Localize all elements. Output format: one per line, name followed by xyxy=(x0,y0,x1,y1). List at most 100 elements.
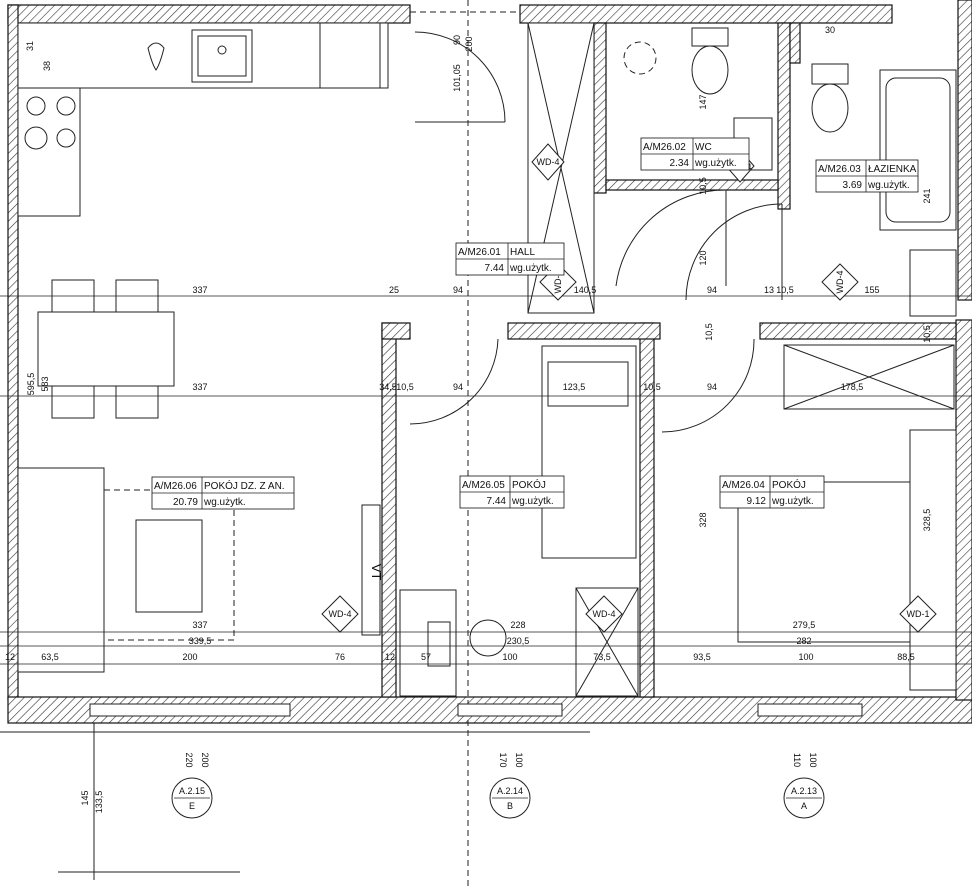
wall-wc-left xyxy=(593,22,607,194)
room-code: A/M26.05 xyxy=(462,480,505,491)
svg-text:170: 170 xyxy=(498,752,508,767)
room-code: A/M26.06 xyxy=(154,481,197,492)
exterior-wall-right xyxy=(955,319,972,701)
stove-cabinet xyxy=(17,87,81,217)
svg-text:100: 100 xyxy=(808,752,818,767)
room-unit: wg.użytk. xyxy=(509,263,552,274)
wall-bath-right xyxy=(957,0,972,301)
room-name: POKÓJ xyxy=(512,478,546,491)
room-area: 3.69 xyxy=(843,180,863,191)
room-name: HALL xyxy=(510,247,535,258)
dim-text: 337 xyxy=(192,382,207,392)
wc-door-swing xyxy=(615,189,727,287)
double-bed xyxy=(737,481,915,643)
svg-text:B: B xyxy=(507,801,513,811)
dim-text: 10,5 xyxy=(396,382,414,392)
kitchen-sink-basin xyxy=(197,35,247,77)
stove-burner-2 xyxy=(56,96,76,116)
room-unit: wg.użytk. xyxy=(203,497,246,508)
room-unit: wg.użytk. xyxy=(771,496,814,507)
dim-text: 12 xyxy=(5,652,15,662)
wd-tag: WD-4 xyxy=(821,263,859,301)
dim-text: 10,5 xyxy=(698,177,708,195)
wall-living-room-right xyxy=(381,322,397,698)
bath-toilet xyxy=(811,83,849,133)
bath-washbasin xyxy=(909,249,957,317)
dim-text: 100 xyxy=(502,652,517,662)
room-label-wc: A/M26.02 WC 2.34 wg.użytk. xyxy=(640,137,750,171)
dim-text: 76 xyxy=(335,652,345,662)
dim-text: 10,5 xyxy=(776,285,794,295)
room-unit: wg.użytk. xyxy=(867,180,910,191)
room-label-hall: A/M26.01 HALL 7.44 wg.użytk. xyxy=(455,242,565,276)
chair xyxy=(51,385,95,419)
dim-text: 101,05 xyxy=(452,64,462,92)
dim-text: 88,5 xyxy=(897,652,915,662)
dim-text: 230,5 xyxy=(507,636,530,646)
dim-text: 337 xyxy=(192,285,207,295)
dim-text: 123,5 xyxy=(563,382,586,392)
svg-text:110: 110 xyxy=(792,753,802,767)
room-area: 7.44 xyxy=(487,496,507,507)
exterior-wall-left xyxy=(7,4,19,701)
window-tag-b: 170 100 A.2.14 B xyxy=(489,752,531,819)
svg-text:A: A xyxy=(801,801,807,811)
room-code: A/M26.03 xyxy=(818,164,861,175)
bath-toilet-tank xyxy=(811,63,849,85)
room-area: 20.79 xyxy=(173,497,198,508)
room-area: 9.12 xyxy=(747,496,767,507)
room-label-bedroom-2: A/M26.04 POKÓJ 9.12 wg.użytk. xyxy=(719,475,825,509)
exterior-wall-top-left xyxy=(7,4,411,24)
svg-text:A.2.13: A.2.13 xyxy=(791,786,817,796)
dim-text: 63,5 xyxy=(41,652,59,662)
dim-text: 133,5 xyxy=(94,791,104,814)
svg-text:WD-4: WD-4 xyxy=(329,609,352,619)
wd-tag: WD-1 xyxy=(899,595,937,633)
pillow xyxy=(547,361,629,407)
room-unit: wg.użytk. xyxy=(511,496,554,507)
wardrobe-cross xyxy=(575,587,639,697)
stove-burner-4 xyxy=(56,128,76,148)
dim-text: 10,5 xyxy=(922,325,932,343)
stove-burner-3 xyxy=(24,126,48,150)
desk-chair xyxy=(469,619,507,657)
tv-cabinet xyxy=(361,504,381,636)
bed xyxy=(541,345,637,559)
room-area: 7.44 xyxy=(485,263,505,274)
room-code: A/M26.02 xyxy=(643,142,686,153)
desk-monitor xyxy=(427,621,451,667)
dim-text: 328 xyxy=(698,512,708,527)
bathtub xyxy=(879,69,957,231)
room-unit: wg.użytk. xyxy=(694,158,737,169)
wc-drain xyxy=(623,41,657,75)
sofa xyxy=(17,467,105,673)
window-e xyxy=(89,703,291,717)
room-code: A/M26.01 xyxy=(458,247,501,258)
window-tag-a: 110 100 A.2.13 A xyxy=(783,752,825,819)
wardrobe-cross xyxy=(783,344,955,410)
dim-text: 90 xyxy=(452,35,462,45)
room-name: POKÓJ DZ. Z AN. xyxy=(204,479,285,492)
room-label-bedroom-1: A/M26.05 POKÓJ 7.44 wg.użytk. xyxy=(459,475,565,509)
svg-text:A.2.15: A.2.15 xyxy=(179,786,205,796)
dim-text: 100 xyxy=(798,652,813,662)
dim-text: 147 xyxy=(698,94,708,109)
svg-text:WD-4: WD-4 xyxy=(593,609,616,619)
bedroom-door-swing xyxy=(409,338,499,425)
stove-burner-1 xyxy=(26,96,46,116)
dim-text: 178,5 xyxy=(841,382,864,392)
wall-bath-stub xyxy=(789,22,801,64)
room-name: ŁAZIENKA xyxy=(868,164,917,175)
dim-text: 279,5 xyxy=(793,620,816,630)
dim-text: 13 xyxy=(764,285,774,295)
dim-text: 25 xyxy=(389,285,399,295)
room-label-bathroom: A/M26.03 ŁAZIENKA 3.69 wg.użytk. xyxy=(815,159,919,193)
dim-text: 583 xyxy=(40,376,50,391)
fridge xyxy=(319,22,381,89)
wc-toilet xyxy=(691,45,729,95)
wall-wc-right xyxy=(777,22,791,210)
dim-text: 12 xyxy=(385,652,395,662)
dim-text: 120 xyxy=(698,250,708,265)
room-area: 2.34 xyxy=(670,158,690,169)
